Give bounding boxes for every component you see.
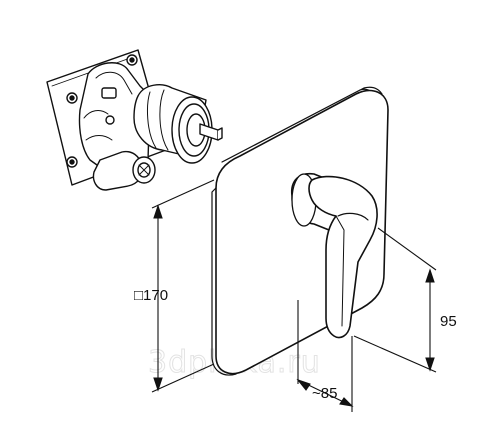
dimension-lines bbox=[151, 179, 437, 412]
depth-dimension-label: ~85 bbox=[312, 385, 337, 402]
lever-height-dimension-label: 95 bbox=[440, 313, 457, 330]
rough-in-valve-body bbox=[46, 49, 223, 191]
cover-plate-assembly bbox=[211, 86, 389, 376]
height-dimension-label: □170 bbox=[134, 287, 168, 304]
